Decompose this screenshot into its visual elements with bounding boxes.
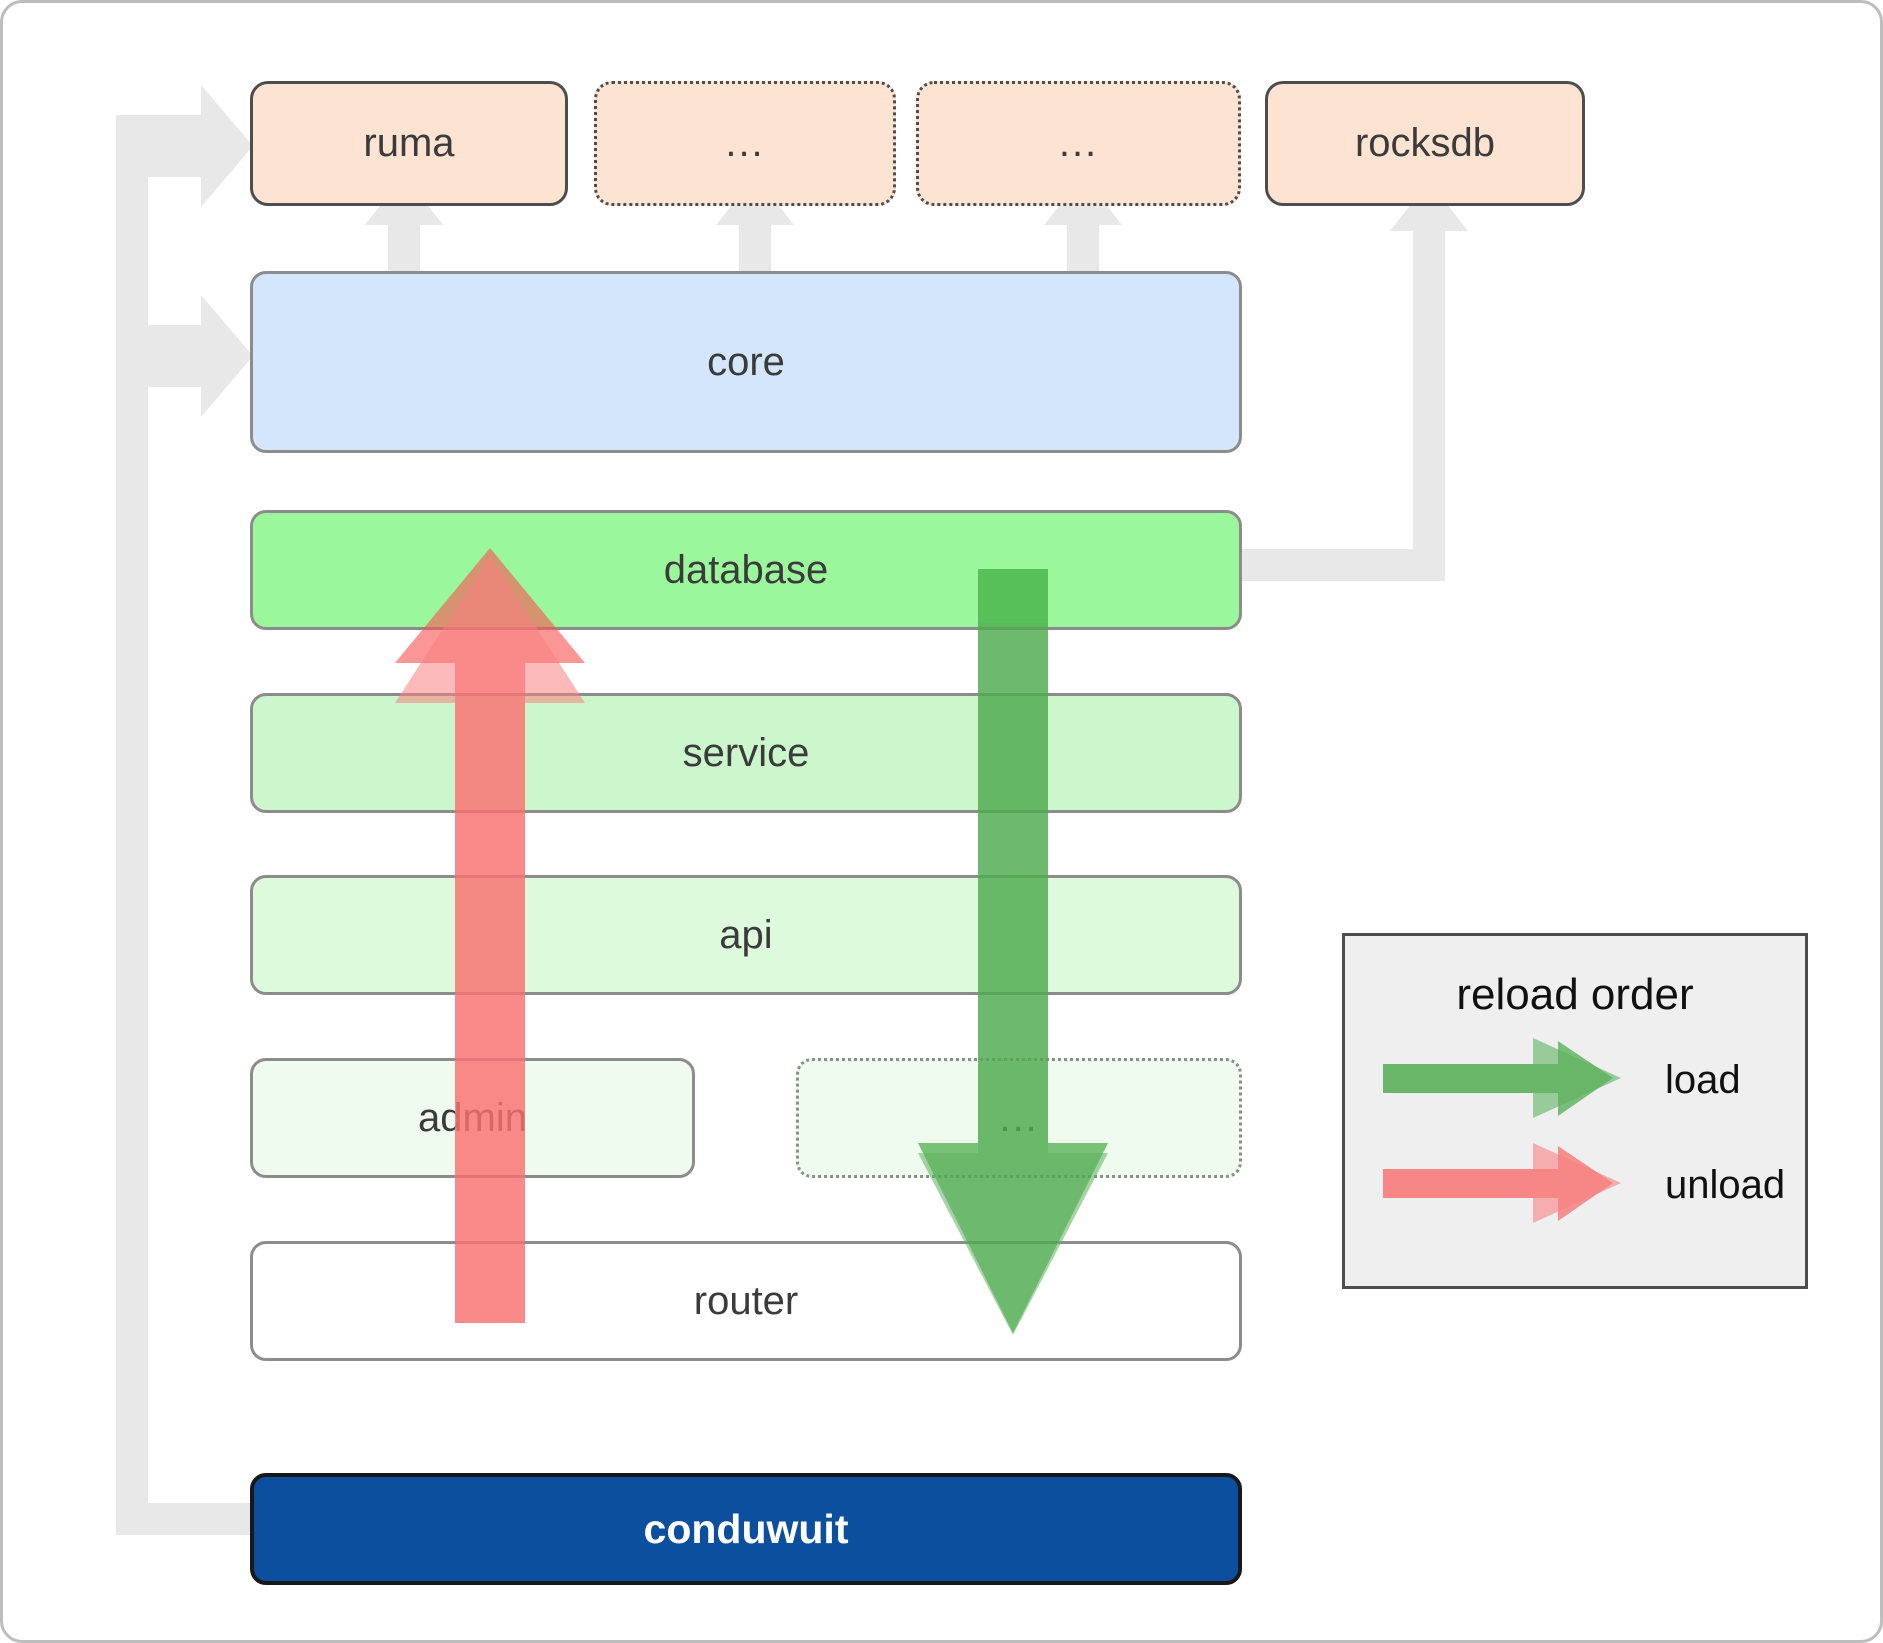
legend-label-load: load bbox=[1665, 1058, 1741, 1102]
crate-box-router[interactable]: router bbox=[250, 1241, 1242, 1361]
reload-flow-arrows bbox=[395, 548, 1108, 1335]
legend-label-unload: unload bbox=[1665, 1163, 1786, 1207]
legend-title: reload order bbox=[1456, 970, 1694, 1019]
load-arrow-overlay bbox=[918, 623, 1108, 1335]
crate-box-conduwuit[interactable]: conduwuit bbox=[250, 1473, 1242, 1585]
unload-arrow-overlay bbox=[395, 556, 585, 1323]
dependency-connectors bbox=[116, 85, 1468, 1535]
legend-panel: reload order load unload bbox=[1342, 933, 1808, 1289]
legend-unload-arrow bbox=[1383, 1143, 1621, 1223]
crate-box-api[interactable]: api bbox=[250, 875, 1242, 995]
crate-box-database[interactable]: database bbox=[250, 510, 1242, 630]
legend-load-arrow bbox=[1383, 1038, 1621, 1118]
